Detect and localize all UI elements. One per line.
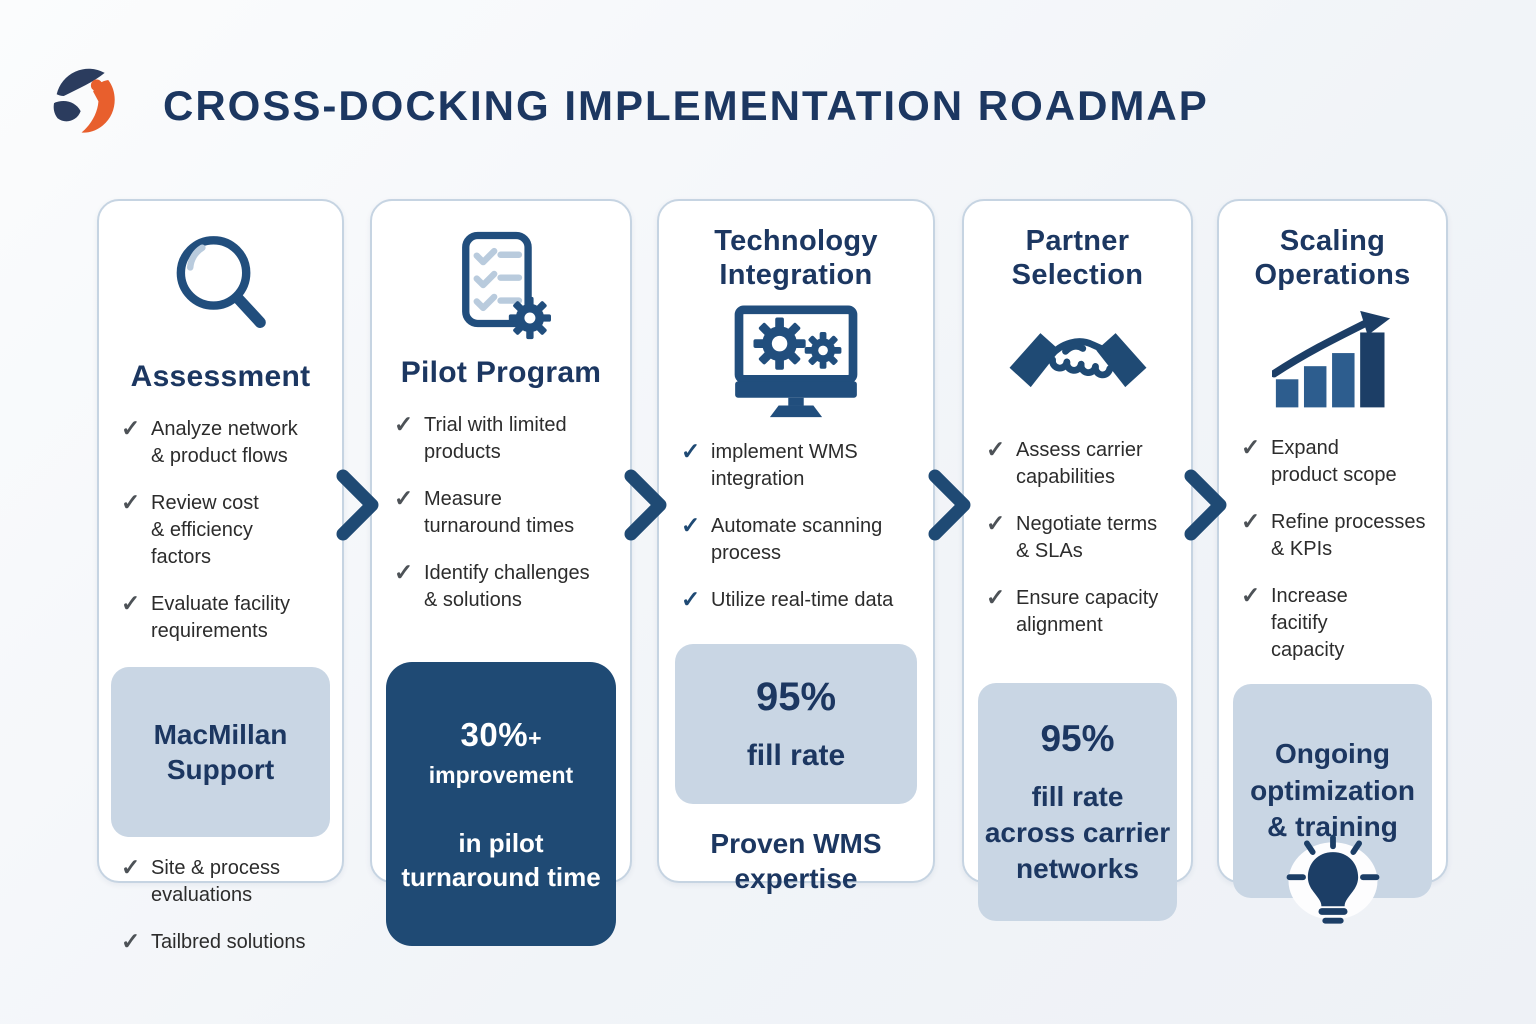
stat-label: + improvement [428,725,574,788]
check-icon: ✓ [121,928,141,955]
fill-rate-stat-badge: 95% fill rate across carrier networks [978,682,1177,921]
bullet-item: ✓ Automate scanning process [681,511,917,567]
stage-card-partner-selection: Partner Selection ✓ Assess carrier capab… [962,199,1193,921]
chevron-right-icon [616,463,674,547]
bullet-text: Automate scanning process [711,514,883,564]
bullet-text: Assess carrier capabilities [1016,438,1143,488]
bullet-text: Review cost & efficiency factors [151,492,259,569]
check-icon: ✓ [1241,433,1261,460]
bullet-item: ✓ Utilize real-time data [681,585,917,614]
badge-text: in pilot turnaround time [401,827,601,892]
bullet-item: ✓ Measure turnaround times [394,485,614,540]
badge-text: Ongoing optimization & training [1250,738,1415,843]
stat-value: 30% [460,716,529,754]
stat-value: 95% [755,674,837,719]
check-icon: ✓ [681,511,701,538]
bullet-text: Negotiate terms & SLAs [1016,512,1158,562]
expertise-note: Proven WMS expertise [710,827,882,894]
check-icon: ✓ [394,411,414,438]
bullet-text: Tailbred solutions [151,931,306,954]
badge-text: fill rate across carrier networks [984,781,1171,884]
stage-title: Technology Integration [714,225,878,291]
lightbulb-icon [1275,833,1391,933]
chevron-right-icon [1176,463,1234,547]
bullet-item: ✓ Tailbred solutions [121,928,326,956]
bullet-text: Site & process evaluations [151,857,280,907]
magnifier-icon [115,225,326,347]
stage-title: Pilot Program [400,356,602,389]
check-icon: ✓ [1241,581,1261,608]
monitor-gears-icon [675,303,917,421]
stage-title: Partner Selection [1011,225,1144,291]
check-icon: ✓ [986,509,1006,536]
bullet-text: Identify challenges & solutions [424,562,590,612]
stage-card-pilot-program: Pilot Program ✓ Trial with limited produ… [370,199,632,946]
bullet-list: ✓ Trial with limited products ✓ Measure … [388,411,614,614]
bullet-item: ✓ Refine processes & KPIs [1241,507,1430,563]
check-icon: ✓ [1241,507,1261,534]
checklist-gear-icon [388,227,614,343]
bullet-item: ✓ Expand product scope [1241,433,1430,489]
bullet-text: Utilize real-time data [711,588,894,611]
check-icon: ✓ [121,590,141,617]
bullet-item: ✓ Ensure capacity alignment [986,583,1175,639]
bullet-text: Measure turnaround times [424,488,575,538]
bullet-text: implement WMS integration [711,440,858,490]
stage-card-assessment: Assessment ✓ Analyze network & product f… [97,199,344,954]
stat-value: 95% [1040,717,1115,759]
bullet-list: ✓ Assess carrier capabilities ✓ Negotiat… [980,435,1175,639]
bullet-text: Trial with limited products [424,414,567,464]
badge-text: fill rate [746,738,846,772]
bullet-item: ✓ Increase facitify capacity [1241,581,1430,664]
check-icon: ✓ [986,583,1006,610]
bullet-item: ✓ Review cost & efficiency factors [121,489,326,571]
support-bullet-list: ✓ Site & process evaluations ✓ Tailbred … [115,854,326,956]
stage-card-scaling-operations: Scaling Operations ✓ Expand product scop… [1217,199,1448,924]
stage-card-technology-integration: Technology Integration [657,199,935,894]
check-icon: ✓ [681,585,701,612]
bullet-text: Increase facitify capacity [1271,584,1348,661]
check-icon: ✓ [986,435,1006,462]
bullet-list: ✓ implement WMS integration ✓ Automate s… [675,437,917,614]
bullet-text: Evaluate facility requirements [151,593,290,643]
improvement-stat-badge: 30%+ improvement in pilot turnaround tim… [386,662,616,946]
brand-logo [46,62,126,146]
check-icon: ✓ [121,854,141,881]
bullet-item: ✓ Trial with limited products [394,411,614,466]
bullet-list: ✓ Expand product scope ✓ Refine processe… [1235,433,1430,664]
check-icon: ✓ [121,489,141,516]
badge-headline: 30%+ improvement [392,713,610,791]
badge-text: MacMillan Support [153,719,288,786]
check-icon: ✓ [681,437,701,464]
bullet-item: ✓ Analyze network & product flows [121,415,326,470]
bullet-text: Refine processes & KPIs [1271,510,1426,560]
bullet-item: ✓ Evaluate facility requirements [121,590,326,645]
growth-chart-icon [1235,307,1430,417]
stage-title: Assessment [130,360,311,393]
check-icon: ✓ [394,559,414,586]
bullet-item: ✓ implement WMS integration [681,437,917,493]
page-title: CROSS-DOCKING IMPLEMENTATION ROADMAP [163,82,1209,129]
stage-title: Scaling Operations [1254,225,1411,291]
chevron-right-icon [328,463,386,547]
handshake-icon [980,305,1175,419]
bullet-list: ✓ Analyze network & product flows ✓ Revi… [115,415,326,645]
macmillan-support-badge: MacMillan Support [111,667,330,838]
fill-rate-stat-badge: 95% fill rate [675,643,917,804]
bullet-item: ✓ Assess carrier capabilities [986,435,1175,491]
bullet-text: Expand product scope [1271,436,1397,486]
check-icon: ✓ [121,415,141,442]
bullet-text: Analyze network & product flows [151,418,298,468]
bullet-item: ✓ Identify challenges & solutions [394,559,614,614]
bullet-text: Ensure capacity alignment [1016,586,1159,636]
bullet-item: ✓ Site & process evaluations [121,854,326,909]
bullet-item: ✓ Negotiate terms & SLAs [986,509,1175,565]
check-icon: ✓ [394,485,414,512]
chevron-right-icon [920,463,978,547]
